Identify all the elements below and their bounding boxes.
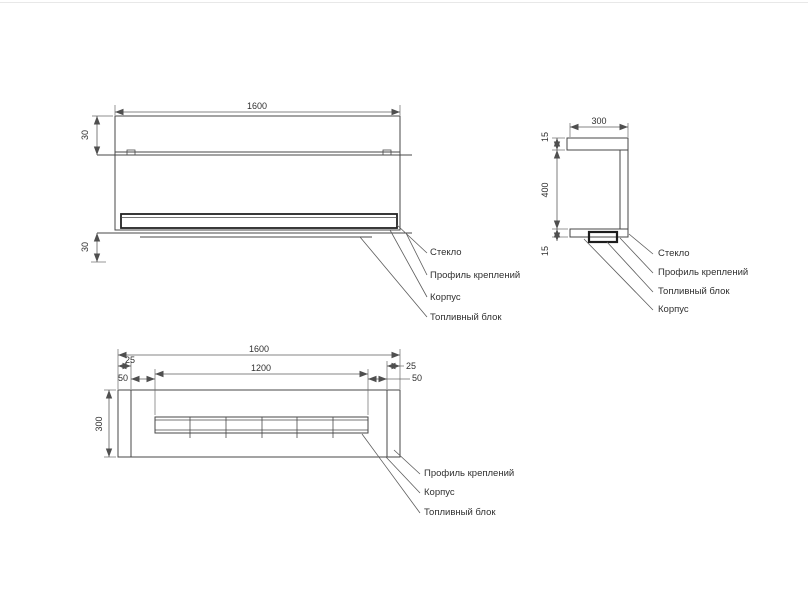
front-label-fuel-block: Топливный блок: [430, 312, 502, 323]
side-label-glass: Стекло: [658, 248, 690, 259]
plan-label-body: Корпус: [424, 487, 455, 498]
plan-label-profile: Профиль креплений: [424, 468, 514, 479]
front-body-leader-line: [389, 229, 428, 298]
side-fuel-leader-line: [606, 241, 654, 293]
plan-left-wall-dimension: 25: [125, 355, 135, 365]
plan-left-inset-dimension: 50: [118, 373, 128, 383]
plan-label-fuel-block: Топливный блок: [424, 507, 496, 518]
side-height-dimension: 400: [540, 182, 550, 197]
plan-fuel-leader-line: [361, 433, 421, 514]
side-label-body: Корпус: [658, 304, 689, 315]
front-bottom-offset-dimension: 30: [80, 242, 90, 252]
front-view: 1600 30 30 Стекло Профиль креплений Корп…: [80, 101, 520, 323]
front-fuel-block-bar: [120, 213, 398, 229]
side-body-leader-line: [583, 238, 654, 311]
side-top-thickness-dimension: 15: [540, 132, 550, 142]
side-glass-leader-line: [628, 233, 654, 255]
front-width-dimension: 1600: [247, 101, 267, 111]
front-label-profile: Профиль креплений: [430, 270, 520, 281]
side-label-profile: Профиль креплений: [658, 267, 748, 278]
front-glass-leader-line: [396, 224, 428, 254]
plan-burner-dimension: 1200: [251, 363, 271, 373]
front-body-outline: [114, 115, 401, 231]
front-clip-left: [126, 149, 136, 156]
plan-body-outline: [117, 389, 401, 458]
side-bottom-thickness-dimension: 15: [540, 246, 550, 256]
plan-right-wall-dimension: 25: [406, 361, 416, 371]
plan-right-inset-dimension: 50: [412, 373, 422, 383]
front-profile-leader-line: [405, 232, 428, 276]
plan-body-leader-line: [385, 456, 421, 494]
side-top-flange: [566, 137, 629, 151]
plan-width-dimension: 1600: [249, 344, 269, 354]
side-profile-leader-line: [619, 237, 654, 274]
side-rear-web: [619, 149, 629, 230]
front-fuel-leader-line: [359, 236, 428, 318]
front-label-glass: Стекло: [430, 247, 462, 258]
front-label-body: Корпус: [430, 292, 461, 303]
side-fuel-block: [587, 230, 619, 244]
side-bottom-flange: [569, 228, 629, 238]
front-top-offset-dimension: 30: [80, 130, 90, 140]
side-label-fuel-block: Топливный блок: [658, 286, 730, 297]
side-view: 300 15 400 15 Стекло Профиль креплений Т…: [540, 116, 748, 315]
plan-fuel-block-outline: [154, 416, 369, 434]
page-top-divider: [0, 2, 808, 3]
plan-view: 1600 1200 25 50 25 50 300 Профиль крепле…: [94, 344, 514, 518]
front-clip-right: [382, 149, 392, 156]
plan-depth-dimension: 300: [94, 416, 104, 431]
plan-profile-leader-line: [393, 449, 421, 475]
side-depth-dimension: 300: [591, 116, 606, 126]
